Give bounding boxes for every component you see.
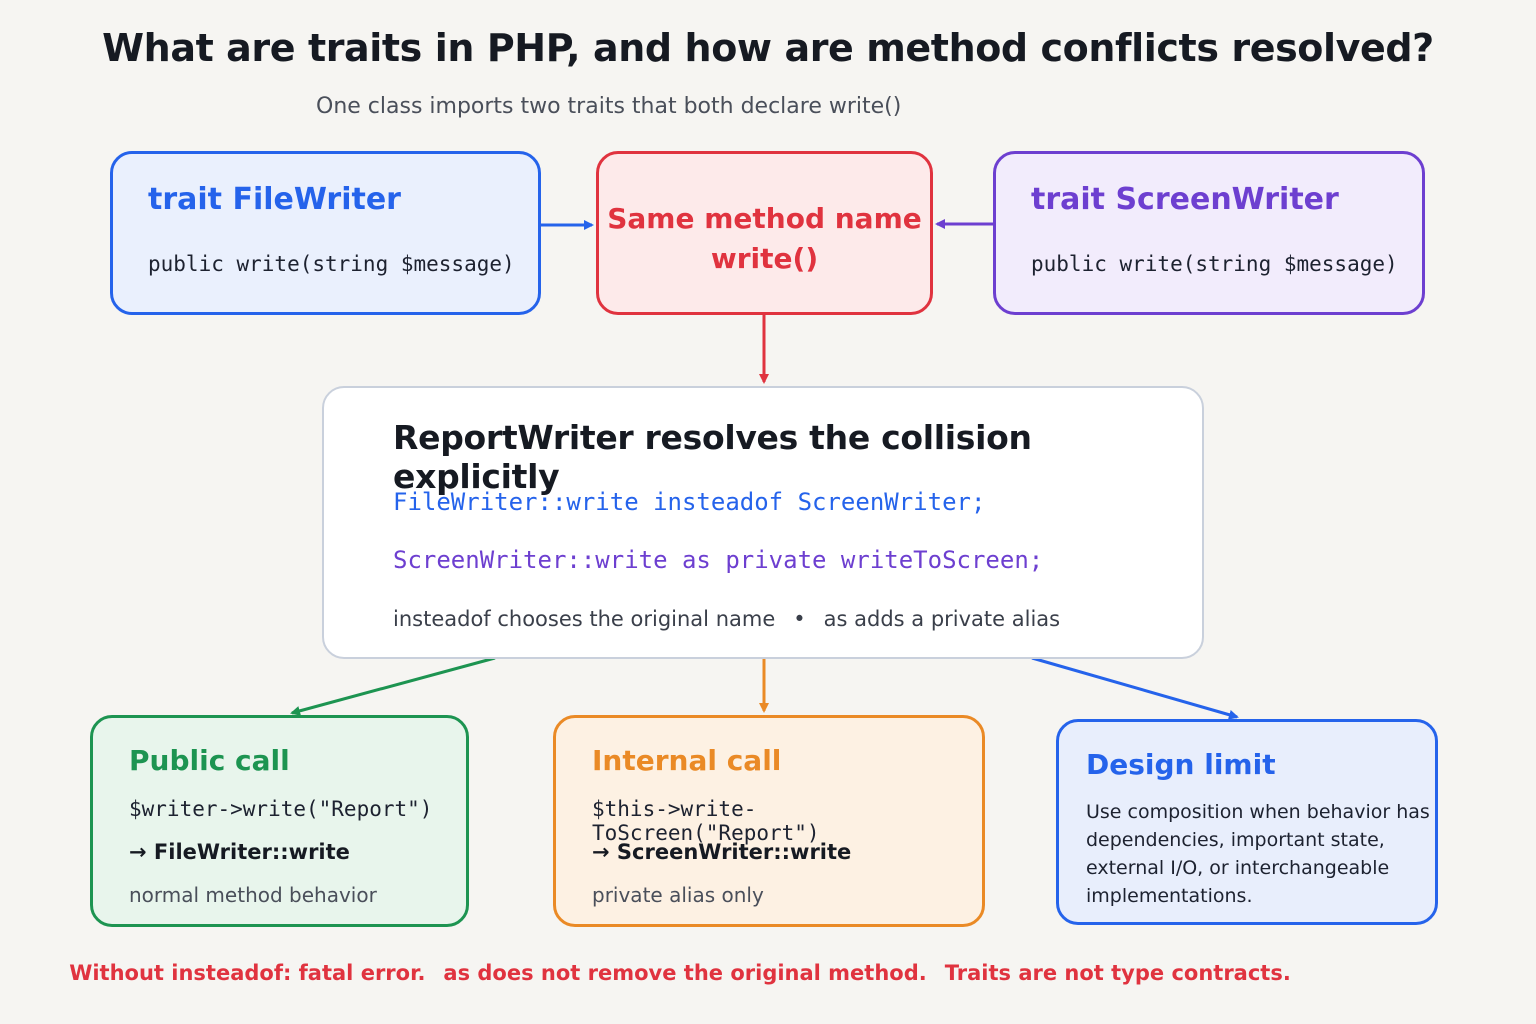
filewriter-trait-box: trait FileWriter public write(string $me… xyxy=(110,151,541,315)
resolution-note: insteadof chooses the original name • as a… xyxy=(393,607,1060,631)
design-limit-title: Design limit xyxy=(1086,748,1276,781)
page-title: What are traits in PHP, and how are meth… xyxy=(102,26,1434,70)
method-conflict-box: Same method name write() xyxy=(596,151,933,315)
internal-call-title: Internal call xyxy=(592,744,782,777)
warning-alias-keeps-original: as does not remove the original method. xyxy=(443,961,927,985)
filewriter-signature: public write(string $message) xyxy=(148,252,515,276)
screenwriter-signature: public write(string $message) xyxy=(1031,252,1398,276)
warning-not-type-contracts: Traits are not type contracts. xyxy=(944,961,1291,985)
warnings-footer: Without insteadof: fatal error. as does n… xyxy=(0,961,1360,985)
insteadof-code-line: FileWriter::write insteadof ScreenWriter… xyxy=(393,488,986,516)
conflict-heading: Same method name xyxy=(607,202,922,235)
conflict-method-name: write() xyxy=(710,242,819,275)
design-limit-body: Use composition when behavior has depend… xyxy=(1086,801,1430,907)
reportwriter-title: ReportWriter resolves the collision expl… xyxy=(393,418,1032,496)
internal-call-note: private alias only xyxy=(592,883,764,907)
warning-fatal-error: Without insteadof: fatal error. xyxy=(69,961,426,985)
alias-note: as adds a private alias xyxy=(823,607,1061,631)
reportwriter-resolution-box: ReportWriter resolves the collision expl… xyxy=(322,386,1204,659)
screenwriter-title: trait ScreenWriter xyxy=(1031,182,1339,217)
arrow-report-to-public xyxy=(290,656,496,716)
public-call-note: normal method behavior xyxy=(129,883,377,907)
screenwriter-trait-box: trait ScreenWriter public write(string $… xyxy=(993,151,1425,315)
internal-call-target: → ScreenWriter::write xyxy=(592,840,852,864)
page-subtitle: One class imports two traits that both d… xyxy=(316,94,902,119)
alias-code-line: ScreenWriter::write as private writeToSc… xyxy=(393,546,1044,574)
public-call-card: Public call $writer->write("Report") → F… xyxy=(90,715,469,927)
public-call-code: $writer->write("Report") xyxy=(129,797,433,821)
public-call-target: → FileWriter::write xyxy=(129,840,350,864)
arrow-report-to-limit xyxy=(1031,656,1239,720)
design-limit-card: Design limit Use composition when behavi… xyxy=(1056,719,1438,925)
filewriter-title: trait FileWriter xyxy=(148,182,401,217)
public-call-title: Public call xyxy=(129,744,290,777)
internal-call-card: Internal call $this->write-ToScreen("Rep… xyxy=(553,715,985,927)
internal-call-code: $this->write-ToScreen("Report") xyxy=(592,797,820,845)
insteadof-note: insteadof chooses the original name xyxy=(393,607,776,631)
bullet-separator: • xyxy=(793,607,806,631)
